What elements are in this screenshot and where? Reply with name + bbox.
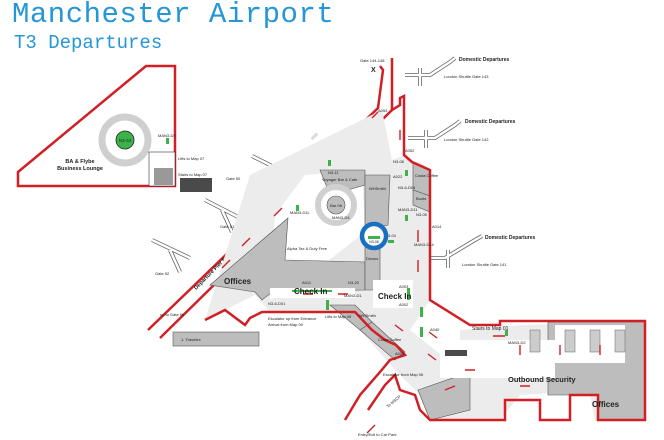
marker-n3-08: N3-08 bbox=[393, 159, 405, 164]
you-are-here-label: N3-06 bbox=[369, 240, 379, 244]
gates: Gate 50 Gate 51 Gate 52 up to Gate 56 Ga… bbox=[151, 56, 536, 317]
lounge-name-2: Business Lounge bbox=[57, 166, 103, 172]
voyager-bar-label: Voyager Bar & Cafe bbox=[322, 177, 358, 182]
travelex-label: 1. Travelex bbox=[181, 337, 201, 342]
stairs-map07-icon bbox=[180, 178, 212, 192]
gate-56-label: up to Gate 56 bbox=[160, 312, 185, 317]
gate-51-label: Gate 51 bbox=[220, 224, 235, 229]
gate-52-label: Gate 52 bbox=[155, 271, 170, 276]
travelex-shop[interactable] bbox=[172, 331, 260, 347]
marker-a053: A053 bbox=[378, 108, 388, 113]
marker-a001: A001 bbox=[395, 351, 405, 356]
shop-labels: N3-11 Voyager Bar & Cafe Bar 08 WHSmith … bbox=[181, 170, 620, 409]
direction-arrows bbox=[221, 111, 601, 434]
marker-n3-6-d04: N3-6-D04 bbox=[398, 185, 416, 190]
marker-a052: A052 bbox=[405, 148, 415, 153]
marker-n3-05: N3-05 bbox=[416, 212, 428, 217]
marker-a040: A040 bbox=[430, 327, 440, 332]
business-lounge[interactable]: N3-34 BA & Flybe Business Lounge MAN3-D3… bbox=[16, 64, 212, 192]
bar-08-label: Bar 08 bbox=[330, 203, 343, 208]
marker-n3-6-d01: N3-6-D01 bbox=[268, 301, 286, 306]
marker-a011: A011 bbox=[302, 280, 312, 285]
marker-n3-11: N3-11 bbox=[328, 170, 339, 175]
lounge-name: BA & Flybe bbox=[65, 159, 94, 165]
lounge-marker-label: N3-34 bbox=[119, 138, 132, 143]
to-mscp-label: To MSCP bbox=[385, 394, 401, 409]
location-markers: A053 A052 N3-08 A022 N3-6-D04 MAN3-D11 M… bbox=[268, 108, 526, 356]
gate-144-label: Gate 144-148 bbox=[360, 58, 385, 63]
lifts-map09-label: Lifts to Map 09 bbox=[325, 314, 352, 319]
whsmith-label-2: WHSmith bbox=[359, 313, 376, 318]
gate-143-label: London Shuttle Gate 143 bbox=[444, 74, 489, 79]
marker-a022: A022 bbox=[393, 174, 403, 179]
marker-a003: A003 bbox=[399, 284, 409, 289]
domestic-departures-label-2: Domestic Departures bbox=[465, 119, 516, 125]
marker-n3-04: N3-04 bbox=[385, 233, 397, 238]
marker-man3-d14: MAN3-D14 bbox=[414, 242, 435, 247]
outbound-security-label: Outbound Security bbox=[508, 375, 576, 384]
arrival-map09-label: Arrival from Map 09 bbox=[268, 322, 304, 327]
marker-man3-d2: MAN3-D2 bbox=[508, 340, 526, 345]
marker-a002: A002 bbox=[399, 302, 409, 307]
map-title: Manchester Airport bbox=[12, 0, 335, 31]
whsmith-label-1: WHSmith bbox=[369, 186, 386, 191]
offices-label-2: Offices bbox=[592, 400, 620, 409]
you-are-here[interactable]: N3-06 bbox=[359, 221, 389, 251]
costa-coffee-label-2: Costa Coffee bbox=[378, 337, 402, 342]
dixons-label: Dixons bbox=[366, 256, 378, 261]
car-park-label: Entry/Exit to Car Park bbox=[358, 432, 396, 437]
lounge-marker-icon bbox=[115, 130, 135, 150]
closed-icon: X bbox=[371, 67, 376, 74]
main-terminal bbox=[172, 93, 647, 422]
marker-man3-d4: MAN3-D4 bbox=[332, 215, 350, 220]
marker-man3-d11: MAN3-D11 bbox=[398, 207, 418, 212]
marker-man3-d1l: MAN3-D1L bbox=[290, 210, 311, 215]
domestic-departures-label-3: Domestic Departures bbox=[485, 235, 536, 241]
lifts-map07-label: Lifts to Map 07 bbox=[178, 156, 205, 161]
costa-coffee-label-1: Costa Coffee bbox=[415, 173, 439, 178]
stairs-map07-label: Stairs to Map 07 bbox=[178, 172, 208, 177]
gate-141-label: London Shuttle Gate 141 bbox=[462, 262, 507, 267]
escalator-map06-label: Escalator from Map 06 bbox=[383, 372, 424, 377]
lounge-stairs-icon bbox=[154, 168, 173, 185]
escalator-up-label: Escalator up from Entrance bbox=[268, 316, 317, 321]
marker-man3-d1: MAN3-D1 bbox=[344, 293, 362, 298]
marker-a014: A014 bbox=[432, 224, 442, 229]
map-subtitle: T3 Departures bbox=[14, 32, 163, 54]
domestic-departures-label-1: Domestic Departures bbox=[459, 57, 510, 63]
marker-n3-20: N3-20 bbox=[348, 280, 360, 285]
boots-label: Boots bbox=[416, 196, 426, 201]
check-in-label-1: Check In bbox=[294, 287, 327, 296]
gate-50-label: Gate 50 bbox=[226, 176, 241, 181]
stairs-map01-label: Stairs to Map 01 bbox=[472, 326, 509, 332]
gate-142-label: London Shuttle Gate 142 bbox=[444, 137, 489, 142]
man3-d3-label: MAN3-D3 bbox=[158, 133, 176, 138]
alpha-duty-free-label: Alpha Tax & Duty Free bbox=[287, 246, 328, 251]
offices-label-1: Offices bbox=[224, 277, 252, 286]
check-in-label-2: Check In bbox=[378, 292, 411, 301]
